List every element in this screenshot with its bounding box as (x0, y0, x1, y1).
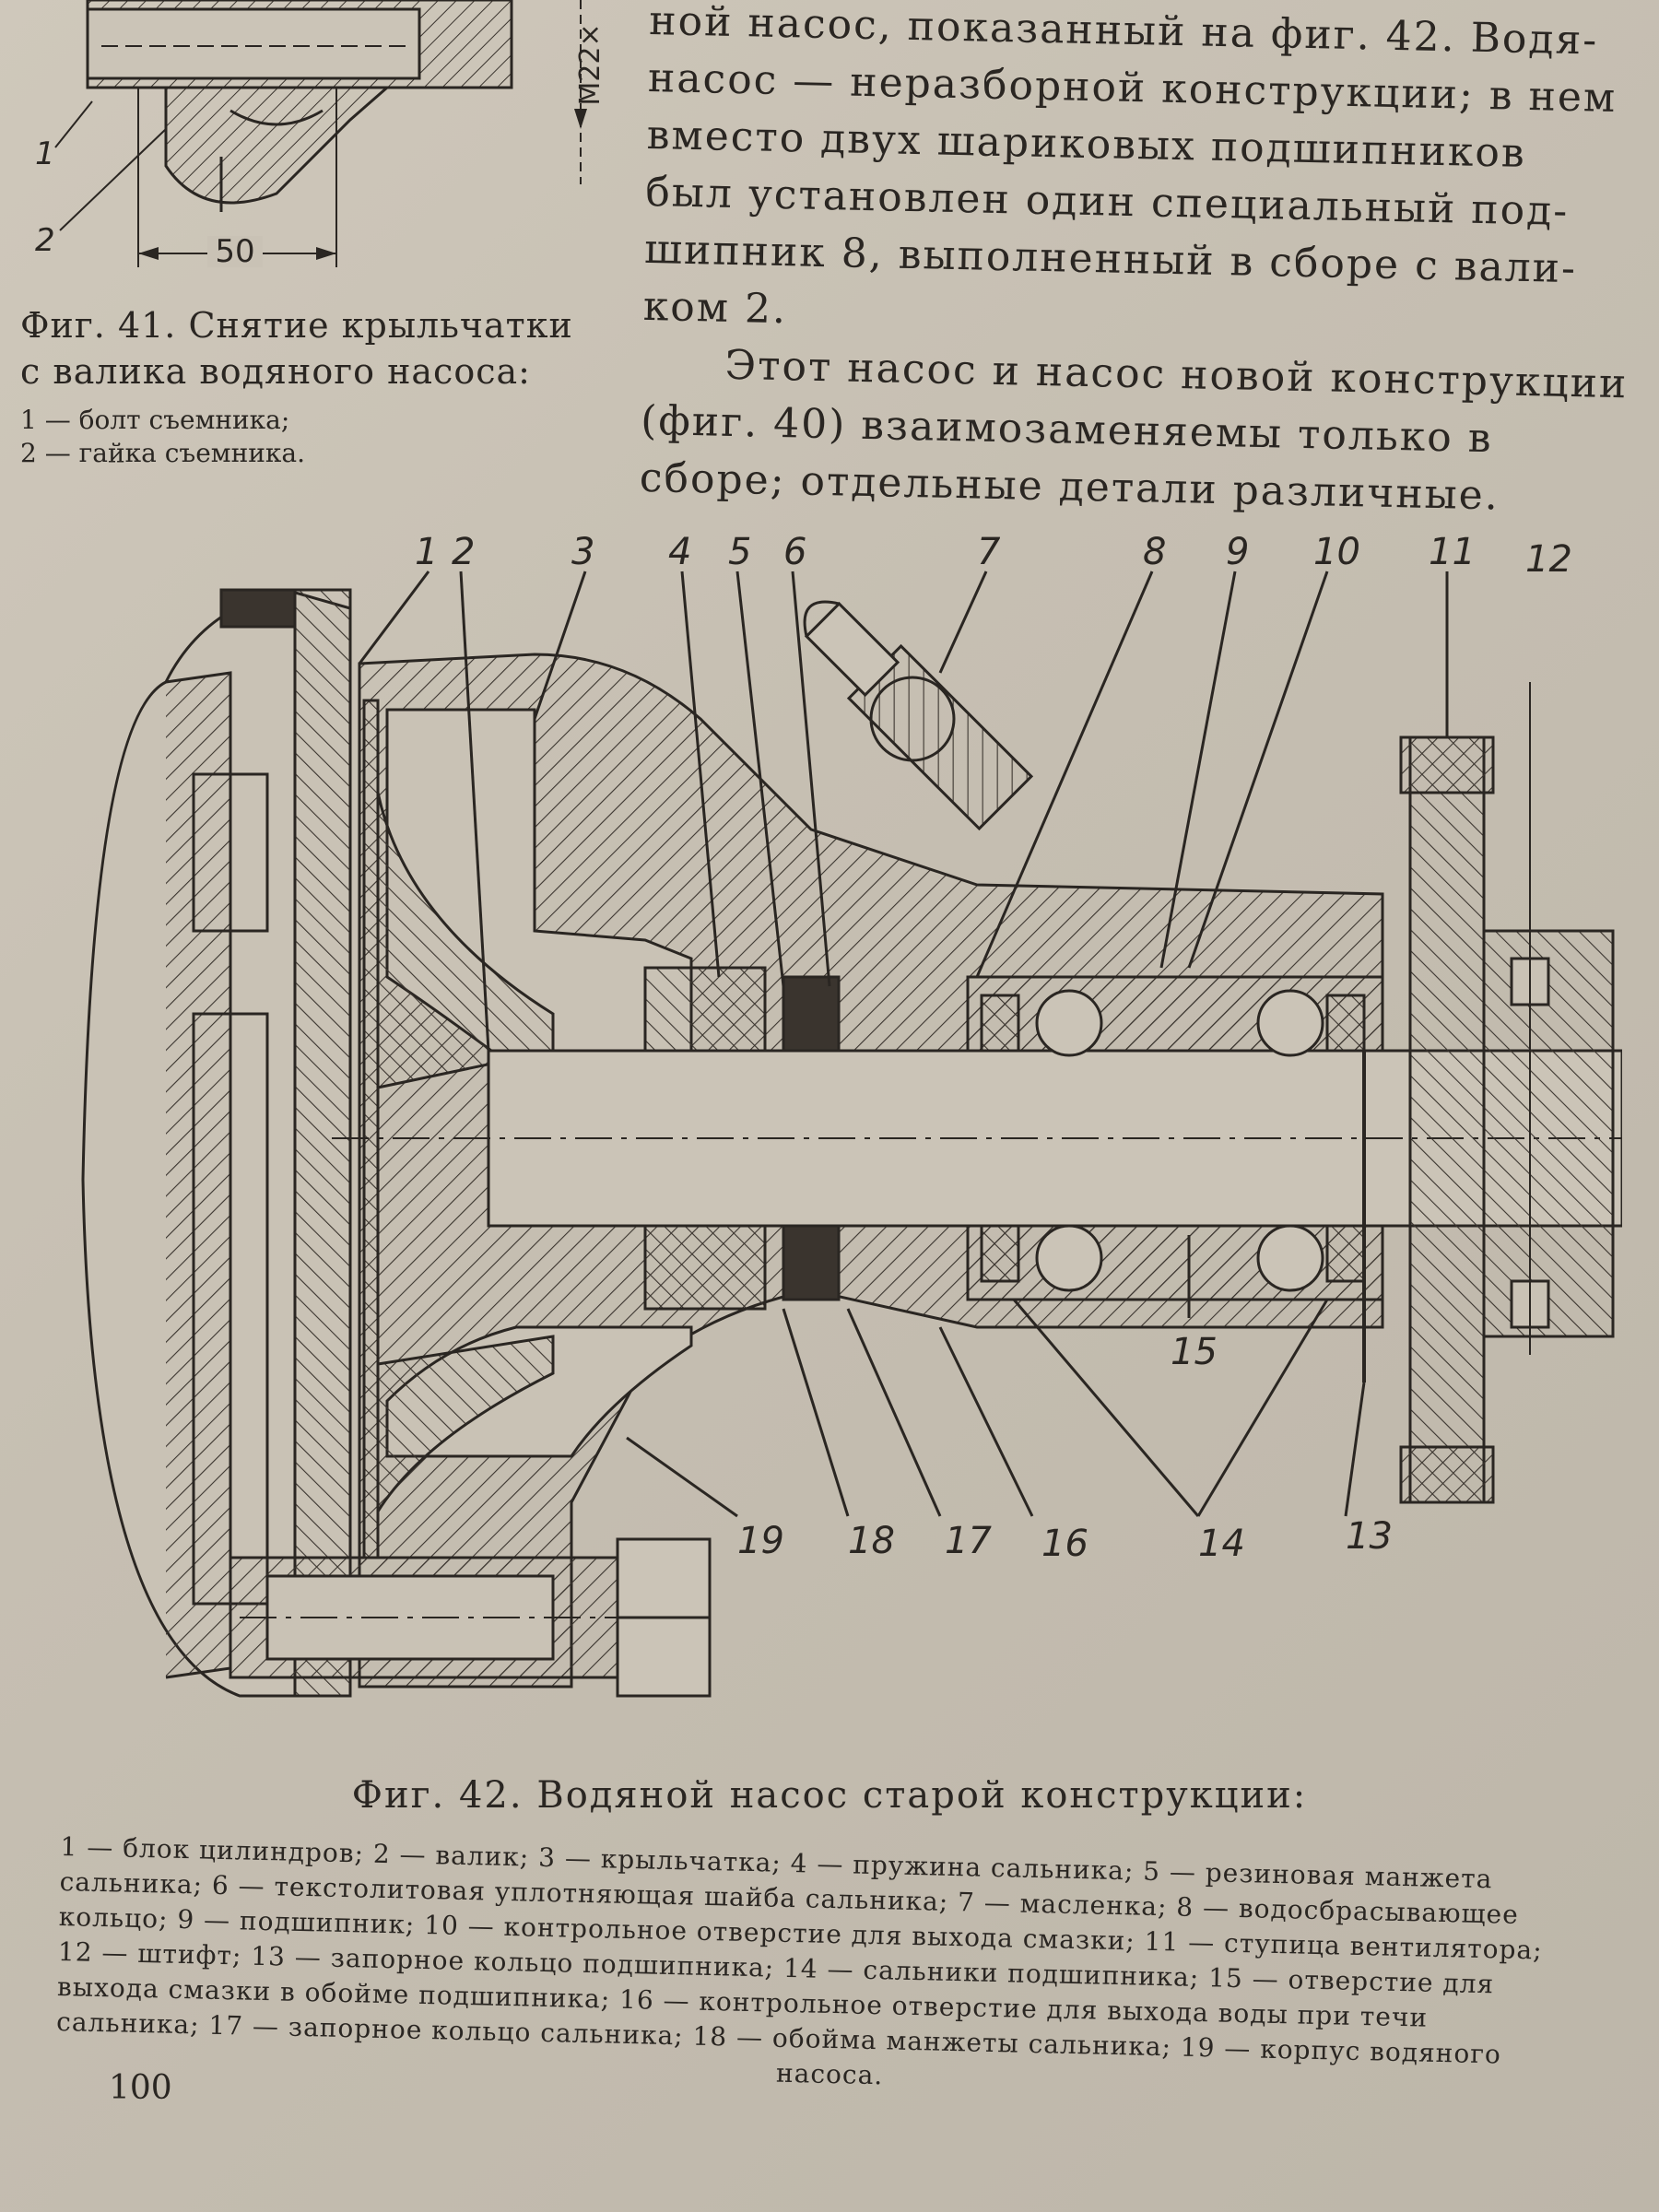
fig42-callout-16: 16 (1041, 1523, 1088, 1565)
fig42-callout-2: 2 (452, 535, 475, 573)
fig41-caption: Фиг. 41. Снятие крыльчатки с валика водя… (20, 302, 592, 470)
fig41-callout-2: 2 (35, 222, 55, 259)
fig42-callout-15: 15 (1171, 1331, 1218, 1373)
fig41-legend: 1 — болт съемника; 2 — гайка съемника. (20, 404, 592, 470)
fig41-legend-item: 1 — болт съемника; (20, 405, 290, 435)
fig42-callout-18: 18 (848, 1520, 895, 1562)
fig42-callout-13: 13 (1346, 1515, 1393, 1558)
fig42-callout-12: 12 (1525, 538, 1572, 581)
fig42-callout-11: 11 (1429, 535, 1476, 573)
fig42-legend: 1 — блок цилиндров; 2 — валик; 3 — крыль… (55, 1830, 1609, 2110)
fig41-thread-label: М22× (574, 23, 606, 105)
fig42-callout-7: 7 (977, 535, 1001, 573)
fig42-callout-3: 3 (571, 535, 594, 573)
page-number: 100 (109, 2069, 172, 2107)
fig42-callout-19: 19 (737, 1520, 784, 1562)
fig41-legend-item: 2 — гайка съемника. (20, 438, 305, 468)
fig42-callout-9: 9 (1226, 535, 1249, 573)
fig41-dimension-50: 50 (215, 233, 254, 270)
fig42-callout-8: 8 (1143, 535, 1166, 573)
fig41-callout-1: 1 (35, 135, 55, 172)
body-text: ной насос, показанный на фиг. 42. Водя- … (639, 0, 1635, 527)
fig41-title-line2: с валика водяного насоса: (20, 351, 531, 392)
fig42-callout-10: 10 (1313, 535, 1360, 573)
fig42-callout-4: 4 (668, 535, 691, 573)
fig42-title: Фиг. 42. Водяной насос старой конструкци… (351, 1774, 1308, 1817)
fig42-callout-5: 5 (728, 535, 751, 573)
fig41-title-line1: Фиг. 41. Снятие крыльчатки (20, 305, 573, 346)
fig42-drawing: 1 2 3 4 5 6 7 8 9 10 11 12 15 19 18 17 1… (81, 535, 1622, 1698)
fig42-callout-6: 6 (783, 535, 806, 573)
fig42-callout-14: 14 (1198, 1523, 1245, 1565)
fig41-drawing: 50 М22× 1 2 (35, 0, 606, 270)
fig42-callout-1: 1 (415, 535, 438, 573)
fig42-callout-17: 17 (945, 1520, 992, 1562)
